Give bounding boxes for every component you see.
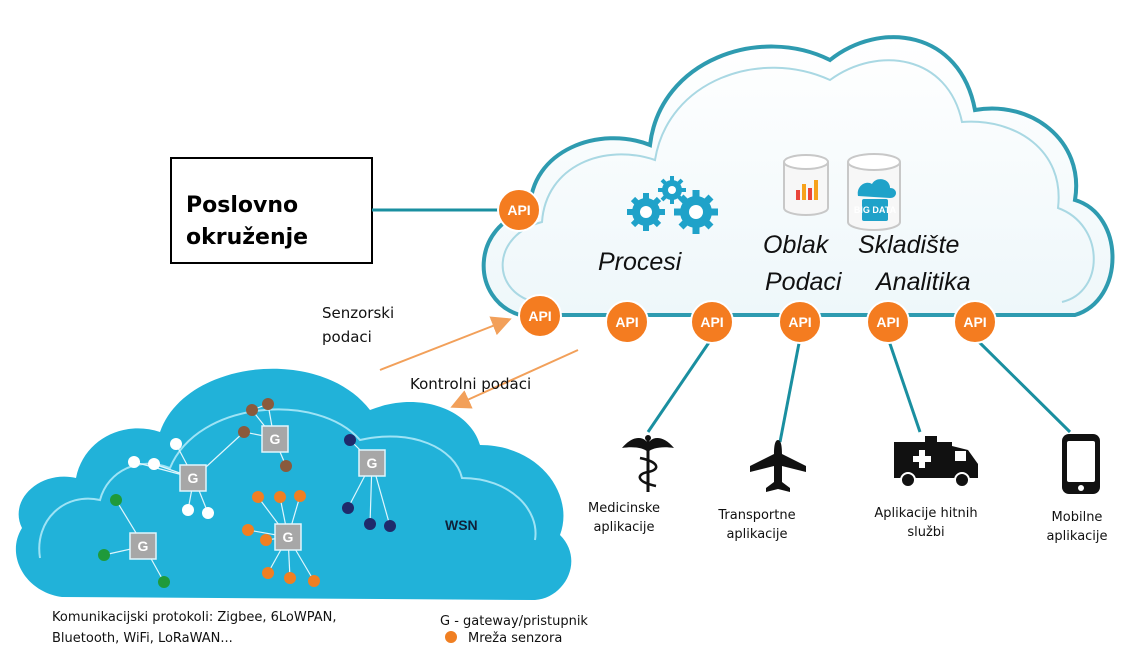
api-node-processes: API bbox=[605, 300, 649, 344]
api-node-mobile: API bbox=[953, 300, 997, 344]
caduceus-icon bbox=[622, 435, 674, 492]
business-label-line2: okruženje bbox=[186, 225, 308, 250]
control-data-label: Kontrolni podaci bbox=[410, 375, 531, 393]
sensor-data-arrow bbox=[379, 316, 512, 371]
sensor-nodes-orange bbox=[242, 490, 320, 587]
protocols-line1: Komunikacijski protokoli: Zigbee, 6LoWPA… bbox=[52, 610, 336, 625]
gateway-node: G bbox=[274, 523, 302, 551]
gateway-label: G bbox=[138, 538, 149, 554]
sensor-data-label-line2: podaci bbox=[322, 328, 372, 346]
api-node-transport: API bbox=[778, 300, 822, 344]
api-label: API bbox=[615, 314, 638, 330]
transport-app-label-line2: aplikacije bbox=[726, 527, 787, 542]
storage-label: Skladište bbox=[858, 231, 959, 259]
gateway-node: G bbox=[129, 532, 157, 560]
processes-label: Procesi bbox=[598, 248, 683, 276]
gateway-label: G bbox=[270, 431, 281, 447]
api-node-medical: API bbox=[690, 300, 734, 344]
wsn-label: WSN bbox=[445, 517, 478, 533]
emergency-link-line bbox=[886, 337, 922, 433]
legend-gateway: G - gateway/pristupnik bbox=[440, 614, 588, 629]
big-data-icon-text: BIG DATA bbox=[854, 205, 897, 215]
legend-sensor-dot bbox=[445, 631, 457, 643]
emergency-app-label-line1: Aplikacije hitnih bbox=[874, 506, 977, 521]
medical-link-line bbox=[646, 337, 714, 433]
transport-app-label-line1: Transportne bbox=[717, 508, 795, 523]
api-label: API bbox=[963, 314, 986, 330]
protocols-line2: Bluetooth, WiFi, LoRaWAN... bbox=[52, 631, 233, 646]
analytics-label: Analitika bbox=[874, 268, 971, 296]
sensor-nodes-green bbox=[98, 494, 170, 588]
business-label-line1: Poslovno bbox=[186, 193, 298, 218]
gateway-node: G bbox=[358, 449, 386, 477]
api-node-emergency: API bbox=[866, 300, 910, 344]
control-data-arrow bbox=[450, 349, 579, 409]
api-label: API bbox=[788, 314, 811, 330]
transport-link-line bbox=[778, 337, 802, 443]
legend-sensor: Mreža senzora bbox=[468, 631, 562, 646]
data-label: Podaci bbox=[765, 268, 843, 296]
airplane-icon bbox=[750, 440, 806, 492]
api-label: API bbox=[528, 308, 551, 324]
api-label: API bbox=[876, 314, 899, 330]
gateway-label: G bbox=[283, 529, 294, 545]
ambulance-icon bbox=[894, 436, 978, 488]
api-label: API bbox=[507, 202, 530, 218]
api-label: API bbox=[700, 314, 723, 330]
big-data-icon: BIG DATA bbox=[847, 153, 901, 231]
database-chart-icon bbox=[783, 154, 829, 216]
gateway-label: G bbox=[188, 470, 199, 486]
sensor-nodes-navy bbox=[342, 434, 396, 532]
wsn-cloud bbox=[15, 368, 572, 600]
sensor-nodes-white bbox=[128, 438, 214, 519]
gears-icon bbox=[627, 176, 718, 234]
cloud-label: Oblak bbox=[763, 231, 830, 259]
sensor-data-label-line1: Senzorski bbox=[322, 304, 394, 322]
emergency-app-label-line2: službi bbox=[907, 525, 944, 540]
gateway-node: G bbox=[261, 425, 289, 453]
mobile-phone-icon bbox=[1062, 434, 1100, 494]
mobile-link-line bbox=[973, 336, 1072, 434]
medical-app-label-line1: Medicinske bbox=[588, 501, 660, 516]
medical-app-label-line2: aplikacije bbox=[593, 520, 654, 535]
gateway-label: G bbox=[367, 455, 378, 471]
mobile-app-label-line2: aplikacije bbox=[1046, 529, 1107, 544]
sensor-nodes-brown bbox=[238, 398, 292, 472]
mobile-app-label-line1: Mobilne bbox=[1052, 510, 1103, 525]
api-node-business: API bbox=[497, 188, 541, 232]
api-node-wsn: API bbox=[518, 294, 562, 338]
gateway-node: G bbox=[179, 464, 207, 492]
